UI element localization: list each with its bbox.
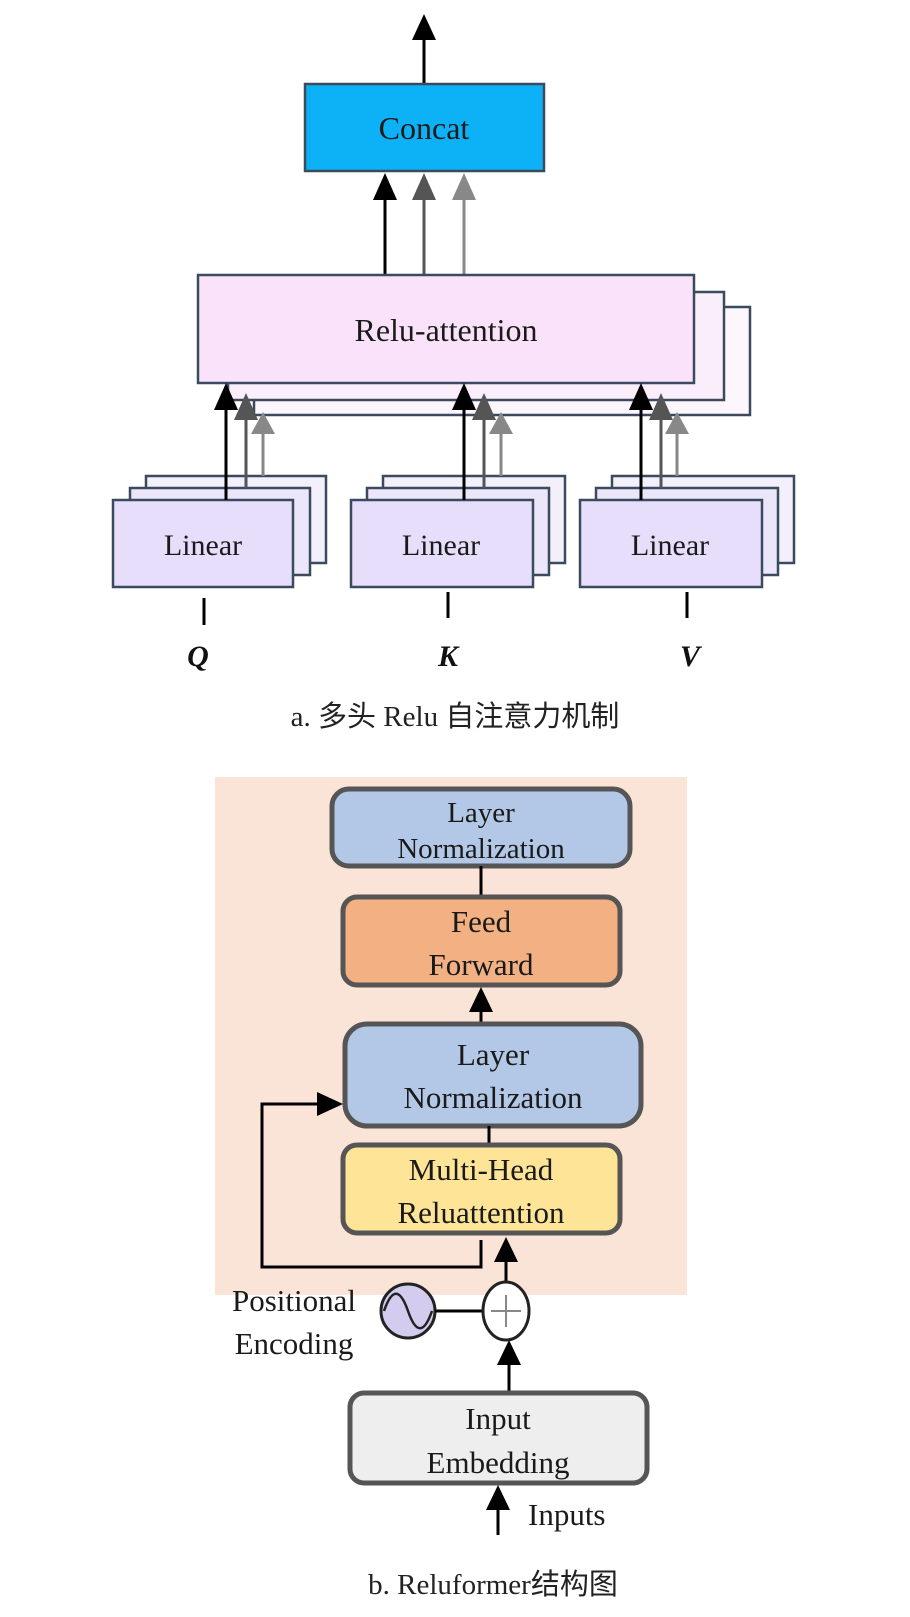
mha-label-2: Reluattention <box>397 1195 565 1230</box>
concat-label: Concat <box>379 110 470 146</box>
feed-forward-box <box>340 894 623 988</box>
linear-q-stack: Linear <box>111 474 328 589</box>
input-k-label: K <box>437 640 460 673</box>
input-embedding-label-1: Input <box>465 1401 531 1436</box>
linear-v-stack: Linear <box>578 474 796 589</box>
arrow-inputs <box>486 1485 510 1535</box>
concat-box <box>303 82 546 173</box>
relu-attention-stack: Relu-attention <box>196 273 752 417</box>
feed-forward-label-2: Forward <box>428 947 534 982</box>
layer-norm-top-label-1: Layer <box>447 797 515 829</box>
mha-label-1: Multi-Head <box>409 1152 554 1187</box>
arrow-embedding-to-sum <box>497 1340 521 1393</box>
plus-icon <box>481 1280 531 1342</box>
caption-a: a. 多头 Relu 自注意力机制 <box>291 700 620 733</box>
caption-b: b. Reluformer结构图 <box>368 1568 618 1601</box>
layer-norm-top-label-2: Normalization <box>397 833 565 865</box>
input-q-label: Q <box>187 640 209 673</box>
linear-q-label: Linear <box>164 529 242 562</box>
feed-forward-label-1: Feed <box>451 904 512 939</box>
linear-k-stack: Linear <box>349 474 567 589</box>
relu-attention-label: Relu-attention <box>354 312 537 348</box>
linear-q-box <box>111 498 295 589</box>
inputs-label: Inputs <box>528 1497 606 1532</box>
linear-k-box <box>349 498 535 589</box>
multihead-relu-attention-diagram: Concat Relu-attention Linear <box>111 14 796 733</box>
layer-norm-mid-label-1: Layer <box>457 1037 530 1072</box>
layer-norm-mid-label-2: Normalization <box>403 1080 583 1115</box>
relu-attention-box <box>196 273 696 385</box>
linear-v-box <box>578 498 764 589</box>
layer-norm-mid-box <box>342 1021 644 1129</box>
reluformer-diagram: Layer Normalization Feed Forward Layer N… <box>215 777 687 1601</box>
output-arrow <box>412 14 436 86</box>
linear-k-label: Linear <box>402 529 480 562</box>
input-ticks <box>202 592 689 625</box>
linear-v-label: Linear <box>631 529 709 562</box>
linear-to-attention-arrows <box>214 383 689 500</box>
arrow-ln-to-ff <box>469 987 493 1024</box>
sine-wave-icon <box>379 1282 437 1340</box>
residual-connection <box>260 1092 483 1269</box>
positional-encoding-label-2: Encoding <box>235 1326 354 1361</box>
mha-box <box>340 1142 623 1236</box>
positional-encoding-label-1: Positional <box>232 1283 356 1318</box>
input-embedding-label-2: Embedding <box>427 1445 570 1480</box>
input-v-label: V <box>680 640 703 673</box>
input-embedding-box <box>347 1390 650 1486</box>
attention-to-concat-arrows <box>373 173 476 274</box>
